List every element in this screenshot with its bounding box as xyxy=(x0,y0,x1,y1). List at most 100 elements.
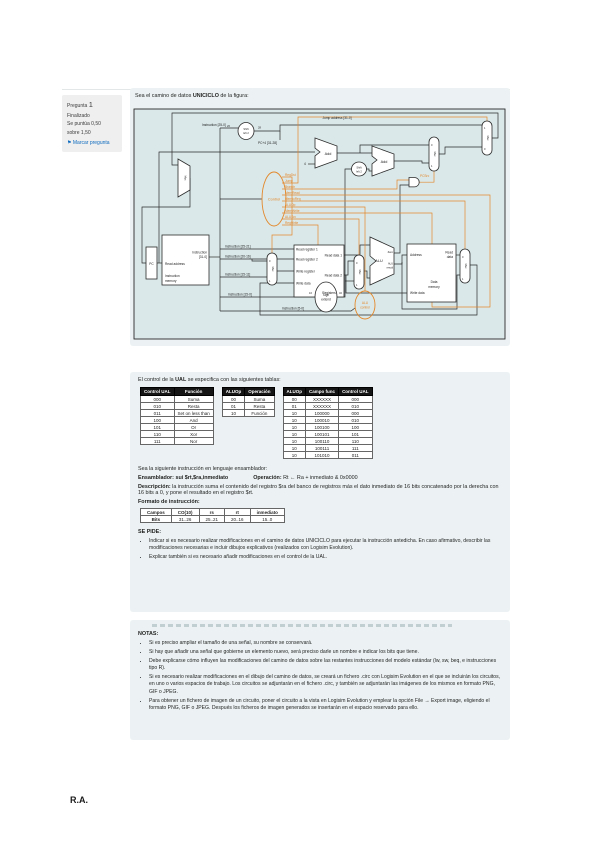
control-oval xyxy=(261,171,287,227)
instruction-31-0-label: Instruction xyxy=(192,251,207,255)
format-label: Formato de instrucción: xyxy=(138,499,200,505)
table-cell: 100111 xyxy=(305,444,340,452)
table-cell: 15..0 xyxy=(249,515,285,523)
list-item: Para obtener un fichero de imagen de un … xyxy=(149,698,502,713)
datapath-panel: Sea el camino de datos UNICICLO de la fi… xyxy=(130,88,510,346)
table-cell: 00 xyxy=(221,395,246,403)
bitwidth-16: 16 xyxy=(309,291,312,295)
table-cell: Resta xyxy=(244,402,275,410)
table-cell: Nor xyxy=(173,437,214,445)
clipped-text-line xyxy=(152,624,452,627)
table-cell: 20..16 xyxy=(224,515,251,523)
write-register-label: Write register xyxy=(296,270,316,274)
table-cell: 01 xyxy=(221,402,246,410)
list-item: Si es preciso ampliar el tamaño de una s… xyxy=(149,640,502,647)
instruction-31-0-label2: [31-0] xyxy=(199,255,207,259)
se-pide-heading: SE PIDE: xyxy=(138,529,162,535)
jump-shift-left-2-oval xyxy=(237,122,255,140)
memtoreg-mux xyxy=(459,248,471,284)
table-cell: 10 xyxy=(282,430,307,438)
table-cell: 10 xyxy=(282,444,307,452)
branch-and-gate xyxy=(408,177,420,188)
read-data-1-label: Read data 1 xyxy=(325,254,343,258)
instruction-memory-box xyxy=(161,234,210,286)
column-header: Función xyxy=(173,387,214,396)
signal-aluop: ALUOp xyxy=(285,203,296,207)
table-cell: rt xyxy=(224,508,251,516)
table-cell: 000 xyxy=(338,409,373,417)
table-cell: 101 xyxy=(140,423,175,431)
pc-label: PC xyxy=(149,262,154,266)
shift-left-2-label: Shift xyxy=(243,127,248,131)
flag-question-link[interactable]: ⚑ Marcar pregunta xyxy=(67,139,117,148)
table-cell: 110 xyxy=(140,430,175,438)
table-cell: 010 xyxy=(140,402,175,410)
table-cell: 000 xyxy=(140,395,175,403)
question-info-block: Pregunta 1 Finalizado Se puntúa 0,50 sob… xyxy=(62,95,122,152)
signal-memwrite: MemWrite xyxy=(285,209,300,213)
op-value: Rt ← Ra + inmediato & 0x0000 xyxy=(283,475,358,481)
dm-read-data-label: Read xyxy=(445,251,453,255)
mux-sel: 1 xyxy=(462,277,464,281)
mux-sel: 1 xyxy=(269,279,271,283)
table-cell: Bits xyxy=(140,515,172,523)
mux-label-jump: Mux xyxy=(486,136,490,142)
data-memory-box xyxy=(406,243,457,303)
mux-sel: 0 xyxy=(431,143,433,147)
table-cell: XXXXXX xyxy=(305,395,340,403)
mux-sel: 0 xyxy=(356,261,358,265)
description-line: Descripción: la instrucción suma el cont… xyxy=(138,484,502,496)
signal-regwrite: RegWrite xyxy=(285,221,298,225)
alu-control-label2: control xyxy=(360,306,370,310)
table-cell: 10 xyxy=(282,409,307,417)
table-cell: 10 xyxy=(221,409,246,417)
table-cell: 10 xyxy=(282,423,307,431)
table-cell: 111 xyxy=(140,437,175,445)
instr-20-16-label: Instruction [20-16] xyxy=(225,255,251,259)
data-memory-label: Data xyxy=(431,280,438,284)
table-cell: 110 xyxy=(338,437,373,445)
op-label: Operación: xyxy=(253,475,282,481)
mux-label-branch: Mux xyxy=(433,152,437,158)
author-initials: R.A. xyxy=(70,795,88,805)
alu-shape xyxy=(369,236,395,286)
bitwidth-32: 32 xyxy=(339,291,342,295)
list-item: Explicar también si es necesario añadir … xyxy=(149,554,502,561)
question-grade-line2: sobre 1,50 xyxy=(67,129,91,136)
table-cell: Set on less than xyxy=(173,409,214,417)
pc4-31-28-label: PC+4 [31-28] xyxy=(258,141,277,145)
table-cell: 100 xyxy=(338,423,373,431)
instr-15-11-label: Instruction [15-11] xyxy=(225,273,250,277)
read-register-1-label: Read register 1 xyxy=(296,248,318,252)
table-cell: 010 xyxy=(338,402,373,410)
notes-panel: NOTAS: Si es preciso ampliar el tamaño d… xyxy=(130,620,510,740)
data-wires xyxy=(141,112,499,316)
table-cell: 100101 xyxy=(305,430,340,438)
table-cell: 100 xyxy=(140,416,175,424)
question-word: Pregunta xyxy=(67,103,88,109)
regdst-mux xyxy=(266,252,278,286)
unicycle-datapath-diagram: Instruction [25-0] 26 Shift left 2 28 Ju… xyxy=(133,108,506,340)
table-cell: Suma xyxy=(244,395,275,403)
flag-icon: ⚑ xyxy=(67,140,72,147)
instruction-memory-label2: memory xyxy=(165,279,177,283)
asm-value: sui $rt,$ra,inmediato xyxy=(175,475,229,481)
table-cell: Campos xyxy=(140,508,172,516)
table-cell: Suma xyxy=(173,395,214,403)
table-cell: 25..21 xyxy=(198,515,226,523)
mux-sel: 0 xyxy=(484,147,486,151)
signal-alusrc: ALUSrc xyxy=(285,215,296,219)
table-cell: XXXXXX xyxy=(305,402,340,410)
table-cell: rs xyxy=(198,508,226,516)
